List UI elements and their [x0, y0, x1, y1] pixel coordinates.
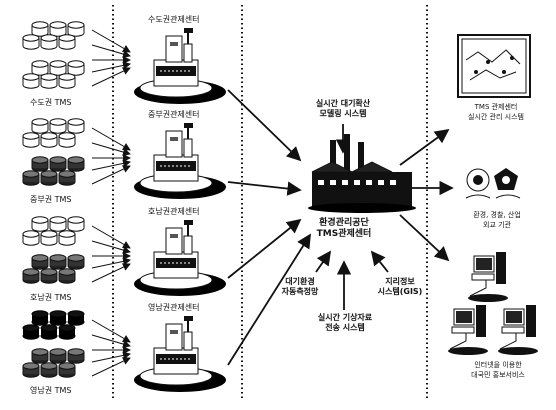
- monitor-map-icon: [458, 35, 530, 97]
- drum-cluster-honam: [23, 217, 84, 283]
- public-line1: 인터넷을 이용한: [448, 360, 548, 370]
- cluster-arrows: [92, 30, 130, 376]
- agencies-label: 환경, 경찰, 산업 외교 기관: [452, 210, 542, 230]
- drum-cluster-sudo: [23, 22, 84, 88]
- gis-line1: 지리정보: [372, 277, 428, 287]
- station-jungbu: [134, 123, 226, 199]
- pc-icon-right: [498, 305, 538, 355]
- weather-label: 실시간 기상자료 전송 시스템: [300, 313, 390, 333]
- station-honam: [134, 220, 226, 296]
- monitor-line2: 실시간 관리 시스템: [444, 112, 548, 122]
- gis-label: 지리정보 시스템(GIS): [372, 277, 428, 297]
- diffusion-model-line1: 실시간 대기확산: [300, 99, 386, 109]
- region-label-sudo: 수도권 TMS: [30, 98, 72, 108]
- monitor-label: TMS 관제센터 실시간 관리 시스템: [444, 102, 548, 122]
- weather-line1: 실시간 기상자료: [300, 313, 390, 323]
- pc-icon-left: [448, 305, 488, 355]
- station-yeongnam: [134, 316, 226, 392]
- air-monitoring-line2: 자동측정망: [270, 287, 330, 297]
- air-monitoring-line1: 대기환경: [270, 277, 330, 287]
- public-label: 인터넷을 이용한 대국민 홍보서비스: [448, 360, 548, 380]
- station-to-hub-arrows: [228, 90, 310, 365]
- region-label-yeongnam: 영남권 TMS: [30, 386, 72, 396]
- center-label-sudo: 수도권관제센터: [148, 15, 200, 25]
- hub-factory-icon: [308, 134, 416, 213]
- drum-cluster-yeongnam: [23, 311, 84, 377]
- region-label-jungbu: 중부권 TMS: [30, 195, 72, 205]
- agencies-line1: 환경, 경찰, 산업: [452, 210, 542, 220]
- diffusion-model-line2: 모델링 시스템: [300, 109, 386, 119]
- agencies-line2: 외교 기관: [452, 220, 542, 230]
- center-label-yeongnam: 영남권관제센터: [148, 303, 200, 313]
- pc-icon-top: [468, 252, 508, 302]
- agencies-emblem-icon: [466, 168, 520, 198]
- air-monitoring-label: 대기환경 자동측정망: [270, 277, 330, 297]
- hub-title-line2: TMS관제센터: [306, 229, 382, 240]
- public-line2: 대국민 홍보서비스: [448, 370, 548, 380]
- weather-line2: 전송 시스템: [300, 323, 390, 333]
- hub-title: 환경관리공단 TMS관제센터: [306, 218, 382, 240]
- gis-line2: 시스템(GIS): [372, 287, 428, 297]
- hub-title-line1: 환경관리공단: [306, 218, 382, 229]
- drum-cluster-jungbu: [23, 119, 84, 185]
- center-label-honam: 호남권관제센터: [148, 207, 200, 217]
- station-sudo: [134, 28, 226, 104]
- region-label-honam: 호남권 TMS: [30, 293, 72, 303]
- monitor-line1: TMS 관제센터: [444, 102, 548, 112]
- diffusion-model-label: 실시간 대기확산 모델링 시스템: [300, 99, 386, 119]
- center-label-jungbu: 중부권관제센터: [148, 110, 200, 120]
